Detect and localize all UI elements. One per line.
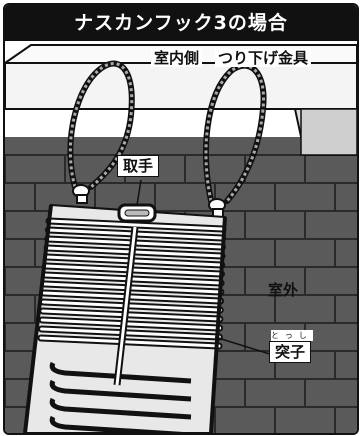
- ladder: [23, 203, 227, 433]
- rope-right-twist: [204, 64, 266, 202]
- label-protrusion-ruby: とっし: [271, 330, 313, 341]
- rope-left-twist: [68, 62, 134, 189]
- ladder-diagram: [5, 44, 357, 433]
- label-bracket: つり下げ金具: [215, 49, 312, 67]
- label-indoor: 室内側: [151, 49, 203, 67]
- window-sill: [5, 44, 357, 156]
- label-protrusion: 突子: [269, 341, 312, 363]
- label-handle: 取手: [117, 155, 160, 177]
- title: ナスカンフック3の場合: [5, 5, 357, 41]
- snap-hook-left: [72, 184, 90, 204]
- lower-rungs: [49, 361, 192, 433]
- label-outdoor: 室外: [268, 281, 299, 299]
- handle-leader: [136, 179, 142, 206]
- protrusion-leader: [214, 336, 274, 356]
- illustration-frame: ナスカンフック3の場合: [3, 3, 359, 435]
